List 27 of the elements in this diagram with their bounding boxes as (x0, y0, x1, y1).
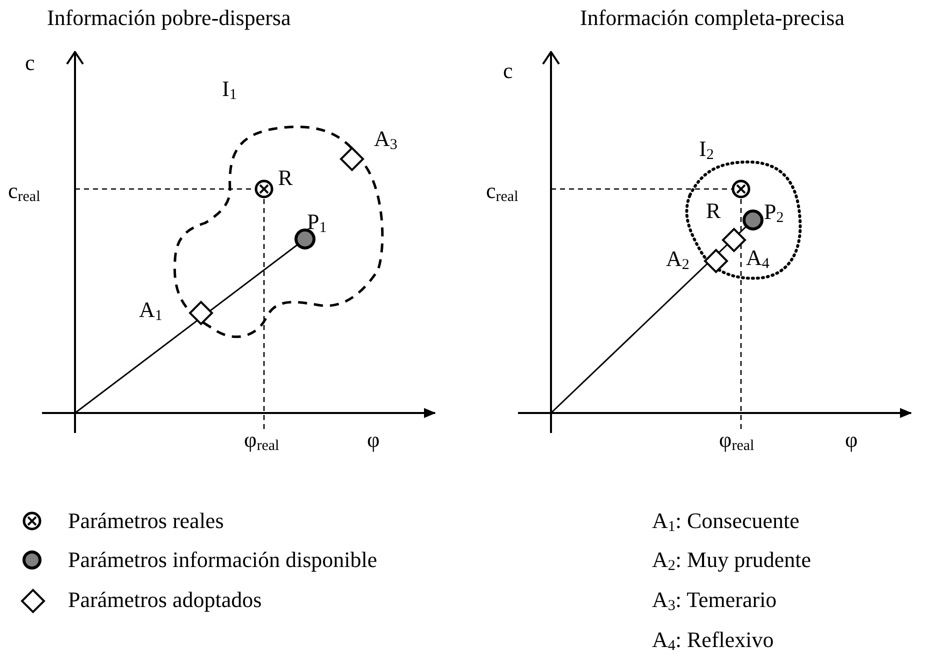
axis-tick-label: φ$_{real}$ (244, 427, 280, 453)
axis-tick-label: φ$_{real}$ (719, 427, 754, 453)
panel-title: Información completa-precisa (580, 5, 844, 31)
point-label: P$_{1}$ (307, 209, 327, 235)
panel-title: Información pobre-dispersa (47, 5, 291, 31)
legend-text: A$_{1}$: Consecuente (652, 508, 800, 534)
region-label: I$_{1}$ (222, 76, 237, 102)
legend-text: A$_{4}$: Reflexivo (652, 627, 774, 653)
point-label: A$_{2}$ (666, 246, 690, 272)
point-label: A$_{1}$ (139, 297, 162, 323)
axis-label: c (25, 50, 35, 76)
point-label: R (706, 198, 721, 224)
legend-text: Parámetros reales (68, 508, 224, 534)
legend-text: Parámetros adoptados (68, 587, 262, 613)
legend-text: A$_{2}$: Muy prudente (652, 547, 812, 573)
point-label: R (278, 165, 293, 191)
axis-label: φ (367, 427, 380, 453)
region-label: I$_{2}$ (699, 136, 714, 162)
point-label: P$_{2}$ (764, 199, 784, 225)
axis-label: φ (845, 427, 858, 453)
point-label: A$_{3}$ (374, 126, 398, 152)
axis-tick-label: c$_{real}$ (486, 178, 518, 204)
legend-text: Parámetros información disponible (68, 547, 378, 573)
legend-text: A$_{3}$: Temerario (652, 587, 777, 613)
point-label: A$_{4}$ (746, 245, 770, 271)
axis-label: c (503, 58, 513, 84)
axis-tick-label: c$_{real}$ (8, 178, 40, 204)
